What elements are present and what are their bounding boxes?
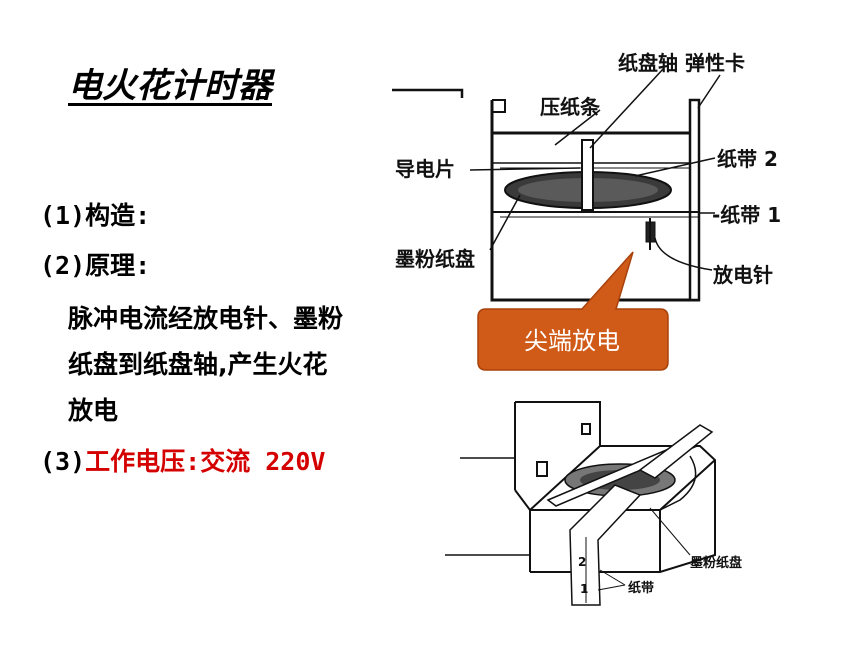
label-conductive-sheet: 导电片 <box>395 157 455 181</box>
label-ink-disc-3d: 墨粉纸盘 <box>690 555 742 571</box>
principle-line-3: 放电 <box>68 396 119 425</box>
label-ink-disc: 墨粉纸盘 <box>395 247 475 271</box>
item-structure: (1)构造: <box>40 201 151 230</box>
slide-title: 电火花计时器 <box>68 66 272 106</box>
label-shaft-clip: 纸盘轴 弹性卡 <box>618 51 745 75</box>
label-tape-3d: 纸带 <box>628 580 654 596</box>
label-tape1: -纸带 1 <box>712 203 781 227</box>
principle-line-1: 脉冲电流经放电针、墨粉 <box>68 304 344 333</box>
item-voltage-prefix: (3) <box>40 447 86 476</box>
principle-text: 脉冲电流经放电针、墨粉 纸盘到纸盘轴,产生火花 放电 <box>68 296 418 434</box>
callout-bubble <box>477 251 669 371</box>
item-principle: (2)原理: <box>40 251 151 280</box>
item-voltage-text: 工作电压:交流 220V <box>85 447 326 476</box>
item-voltage: (3)工作电压:交流 220V <box>40 442 325 478</box>
label-tape2: 纸带 2 <box>717 147 778 171</box>
label-press-strip: 压纸条 <box>540 95 601 119</box>
label-tape-num2: 2 <box>578 555 586 569</box>
label-needle: 放电针 <box>712 263 773 287</box>
top-diagram <box>392 67 721 302</box>
principle-line-2: 纸盘到纸盘轴,产生火花 <box>68 350 328 379</box>
bottom-diagram <box>445 401 716 606</box>
label-tape-num1: 1 <box>580 582 588 596</box>
callout-label: 尖端放电 <box>524 326 620 355</box>
